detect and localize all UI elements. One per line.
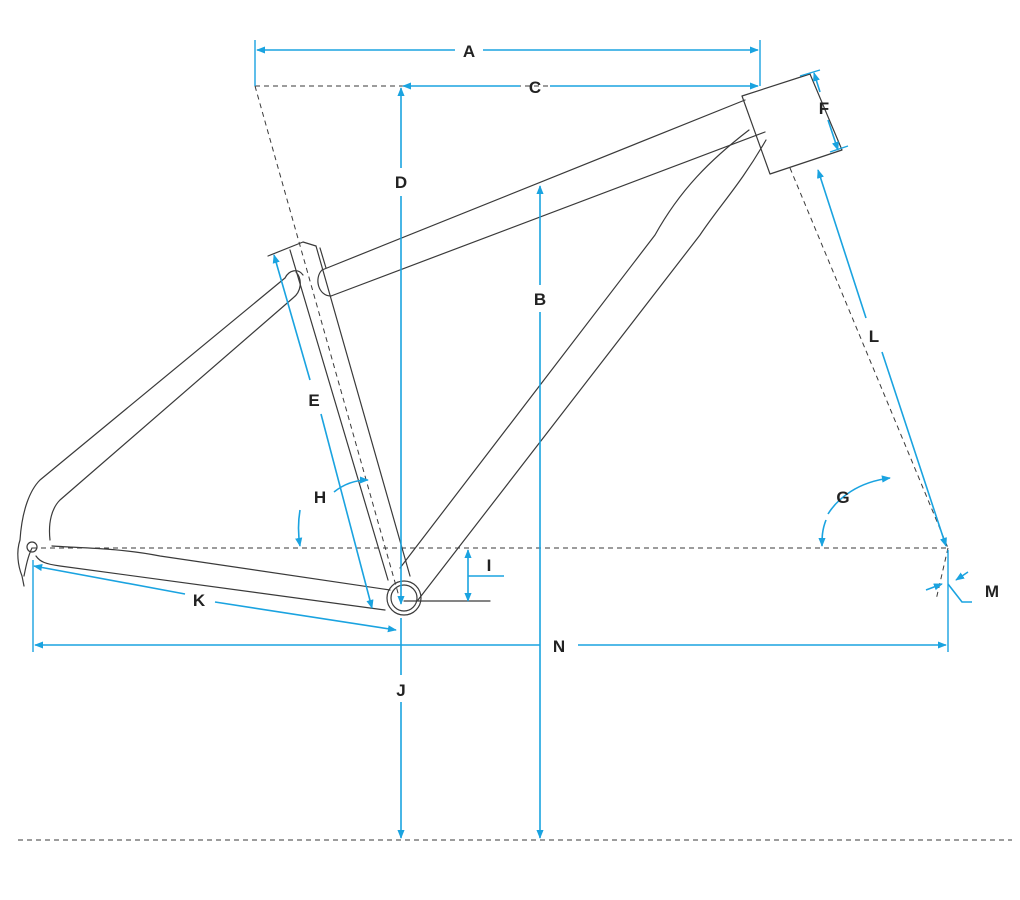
steering-axis: [789, 167, 949, 549]
dim-F-line-bottom: [827, 119, 839, 151]
label-D: D: [395, 173, 407, 192]
label-B: B: [534, 290, 546, 309]
dim-F-tick-bottom: [829, 145, 849, 153]
label-H: H: [314, 488, 326, 507]
label-M: M: [985, 582, 999, 601]
seat-tube: [289, 245, 411, 581]
dim-L-line-top: [817, 169, 867, 319]
label-J: J: [396, 681, 405, 700]
seat-stay: [19, 271, 301, 541]
label-L: L: [869, 327, 879, 346]
dimension-labels: A C D B E F L G H I K N J M: [193, 42, 999, 700]
reference-lines: [18, 85, 1012, 841]
rear-dropout: [17, 539, 33, 587]
head-tube: [741, 73, 843, 175]
dim-F-line-top: [813, 72, 821, 93]
dim-H-arc-left: [295, 509, 303, 547]
top-tube: [321, 99, 766, 297]
down-tube: [399, 129, 767, 601]
dim-E-line-bottom: [320, 413, 374, 609]
seat-tube-axis: [254, 85, 401, 601]
fork-offset-line: [935, 547, 949, 601]
chain-stay: [35, 545, 391, 611]
dim-K-line-left: [33, 563, 186, 595]
label-K: K: [193, 591, 206, 610]
label-N: N: [553, 637, 565, 656]
label-F: F: [819, 99, 829, 118]
dim-M-arrow-left: [925, 583, 943, 591]
dim-G-arc-lower: [818, 519, 827, 547]
label-C: C: [529, 78, 541, 97]
dim-E-line-top: [272, 254, 311, 381]
rear-axle: [26, 541, 38, 553]
label-E: E: [308, 391, 319, 410]
bottom-bracket: [386, 580, 422, 616]
dim-L-line-bottom: [881, 351, 947, 547]
dim-M-leader: [947, 583, 972, 603]
label-I: I: [487, 556, 492, 575]
dim-H-arc-right: [333, 476, 369, 493]
dim-G-arc: [827, 475, 891, 515]
dim-M-arrow-right: [955, 571, 969, 581]
seat-stay-end: [284, 270, 304, 279]
top-tube-joint: [317, 269, 332, 297]
bottom-bracket-inner: [390, 584, 418, 612]
dimensions: [32, 40, 972, 839]
seat-collar: [267, 241, 327, 269]
dim-K-line-right: [214, 601, 397, 633]
label-G: G: [836, 488, 849, 507]
bike-frame: [17, 73, 843, 616]
label-A: A: [463, 42, 475, 61]
dim-F-tick-top: [799, 69, 821, 77]
